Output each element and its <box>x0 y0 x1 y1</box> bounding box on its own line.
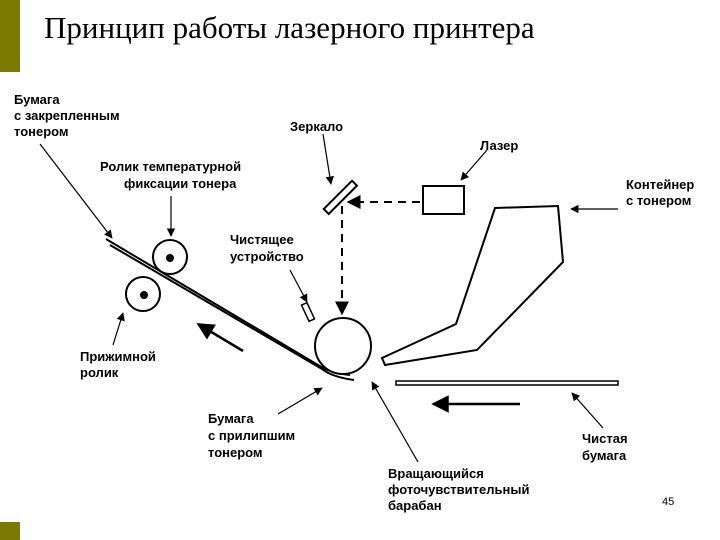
label-clean-paper: Чистая бумага <box>582 431 631 463</box>
slide-title: Принцип работы лазерного принтера <box>44 10 535 45</box>
label-cleaning-device: Чистящее устройство <box>230 232 304 264</box>
pressure-roller <box>125 276 161 312</box>
laser-beam <box>335 195 420 316</box>
clean-paper-tray <box>395 380 619 386</box>
mirror <box>322 179 359 216</box>
label-fuser-roller: Ролик температурной фиксации тонера <box>100 159 245 191</box>
fuser-roller <box>152 239 188 275</box>
label-pressure-roller: Прижимной ролик <box>80 349 160 380</box>
photosensitive-drum <box>314 317 372 375</box>
pointer-arrows <box>39 133 618 463</box>
paper-movement-arrows <box>196 322 520 413</box>
toner-container <box>380 204 565 367</box>
label-paper-stuck-toner: Бумага с прилипшим тонером <box>208 411 299 460</box>
cleaning-device <box>300 301 316 323</box>
accent-bar-bottom <box>0 522 20 540</box>
label-mirror: Зеркало <box>290 119 343 134</box>
accent-bar-top <box>0 0 20 72</box>
laser-unit <box>422 185 465 215</box>
label-paper-fixed-toner: Бумага с закрепленным тонером <box>14 92 123 139</box>
label-laser: Лазер <box>480 138 518 153</box>
label-toner-container: Контейнер с тонером <box>626 177 698 208</box>
page-number: 45 <box>662 496 675 508</box>
label-rotating-drum: Вращающийся фоточувствительный барабан <box>388 466 533 513</box>
